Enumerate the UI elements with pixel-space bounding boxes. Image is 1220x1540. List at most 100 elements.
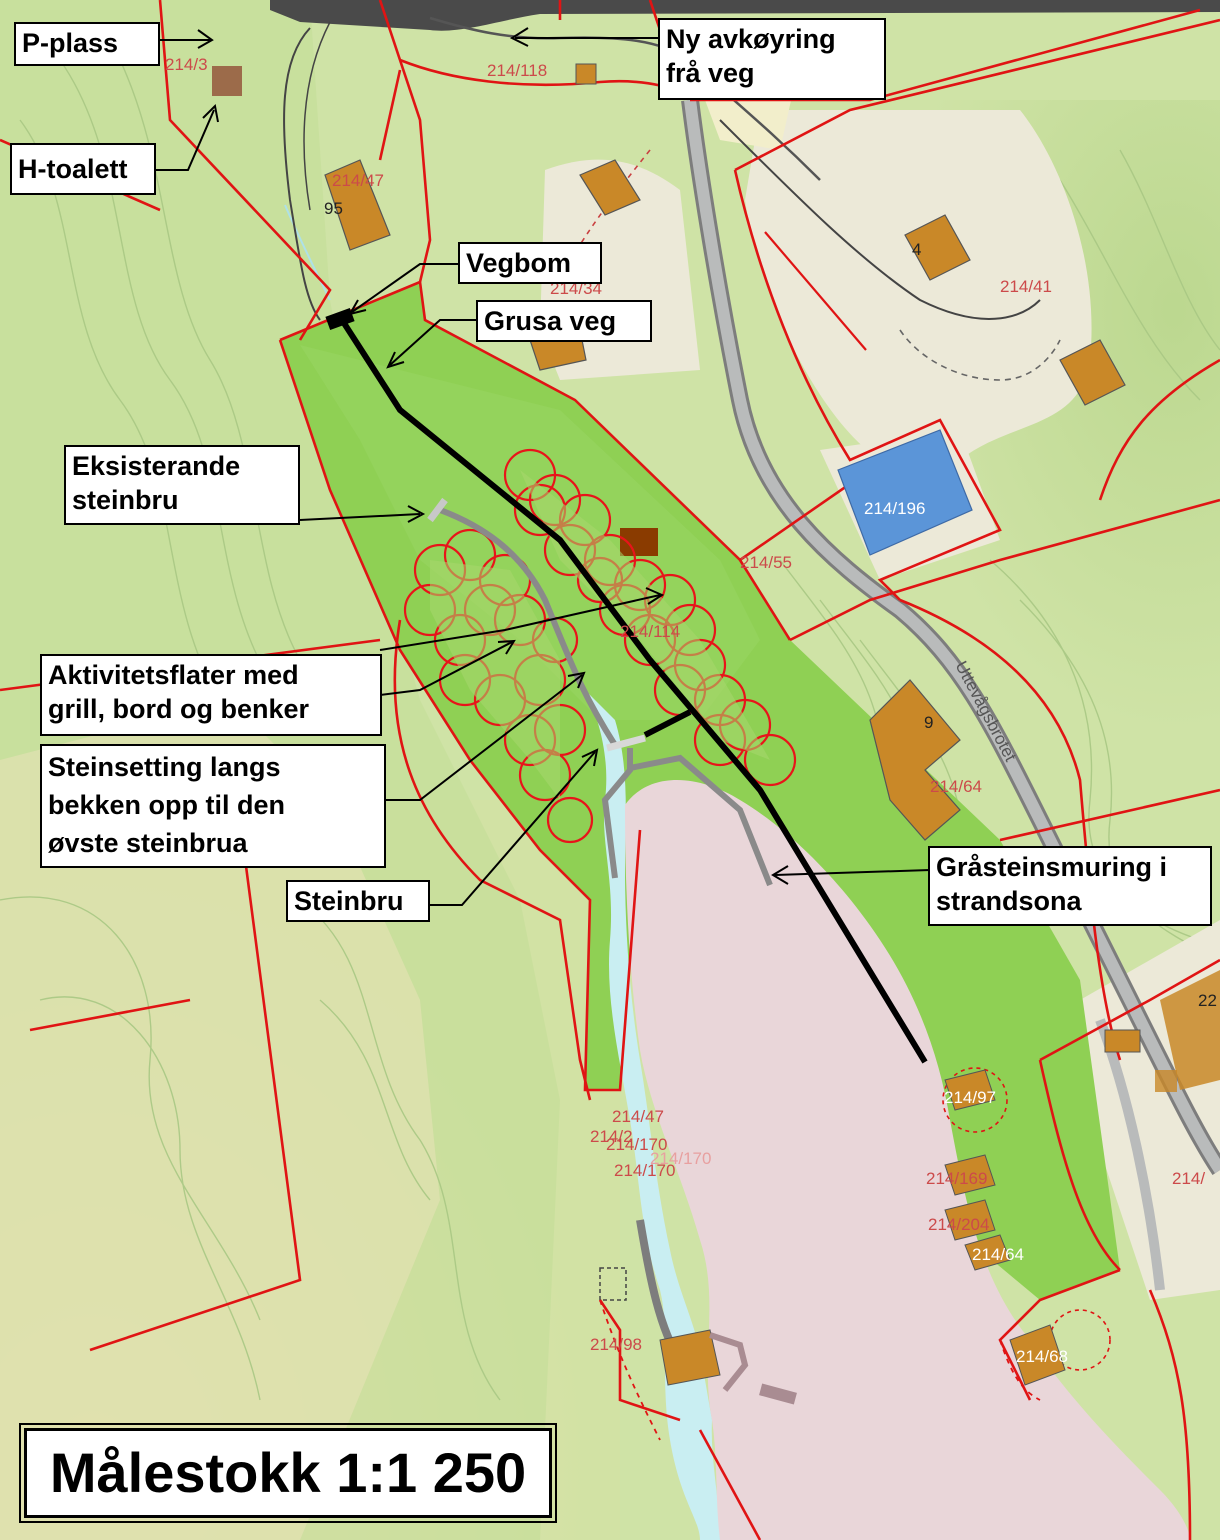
callout-text: Vegbom [466,248,572,278]
building-214-169 [944,1154,996,1196]
callout-text-line: Ny avkøyring [666,24,836,54]
building-214-118 [575,63,597,85]
building-4 [904,214,971,281]
building-southeast [1104,1029,1141,1053]
activity-zone-lower-fill [430,560,560,800]
callout-aktivitetsflater: Aktivitetsflater med grill, bord og benk… [40,654,382,736]
parcel-label: 214/204 [928,1215,989,1234]
parcel-label: 214/55 [740,553,792,572]
road-top [270,0,1220,31]
driveway-west [283,27,321,321]
building-214-97 [944,1069,996,1111]
road-barrier [325,307,355,331]
building-214-68 [1009,1324,1066,1386]
leader-lines [155,27,931,906]
building-214-204 [944,1199,996,1241]
house-number-label: 95 [324,199,343,218]
house-number-label: 9 [924,713,933,732]
building-214-196 [837,429,973,556]
callout-text-line: Eksisterande [72,451,241,481]
activity-shelter [620,528,658,556]
stream-upper [284,204,331,301]
callout-text-line: Aktivitetsflater med [48,660,299,690]
building-southeast-2 [1155,1070,1177,1092]
building-214-47 [324,159,391,251]
callout-ny-avkoyring: Ny avkøyring frå veg [658,18,886,100]
callout-text-line: grill, bord og benker [48,694,310,724]
parcel-label: 214/97 [944,1088,996,1107]
building-214-34-a [579,159,641,216]
callout-grasteinsmuring: Gråsteinsmuring i strandsona [928,846,1212,926]
jetty [709,1332,749,1392]
parcel-labels: 214/3 214/118 214/47 214/34 214/41 214/1… [165,55,1217,1366]
stream [585,690,720,1540]
callout-text: P-plass [22,28,119,58]
parcel-label: 214/47 [612,1107,664,1126]
callout-steinbru: Steinbru [286,880,430,922]
red-marker-line [764,231,867,351]
property-boundaries-dashed [599,1299,1041,1441]
driveway-east [719,119,1041,320]
parcel-label: 214/2 [590,1127,633,1146]
parcel-label: 214/64 [930,777,982,796]
parcel-label: 214/170 [606,1135,667,1154]
parcel-label: 214/3 [165,55,208,74]
parcel-label: 214/169 [926,1169,987,1188]
callout-eksisterande-steinbru: Eksisterande steinbru [64,445,300,525]
callout-text: Steinbru [294,886,404,916]
building-22 [1160,970,1220,1090]
activity-zone-upper-fill [520,470,770,760]
callout-text-line: strandsona [936,886,1082,916]
callout-steinsetting: Steinsetting langs bekken opp til den øv… [40,744,386,868]
stone-wall-west [601,748,633,879]
house-number-labels: 95 4 9 [324,199,933,732]
stone-paving-stream [438,507,618,747]
building-9 [869,679,961,841]
existing-stone-bridge [427,497,448,523]
callout-text-line: Steinsetting langs [48,752,281,782]
callout-grusa-veg: Grusa veg [476,300,652,342]
parcel-label: 214/68 [1016,1347,1068,1366]
road-spur [643,709,692,738]
parcel-label: 214/170 [650,1149,711,1168]
main-road [684,99,1220,1174]
building-214-41 [1059,339,1126,406]
parcel-label: 214/ [1172,1169,1205,1188]
parcel-ring-68 [1049,1309,1111,1371]
stone-wall-shore [629,754,773,887]
parcel-label: 214/118 [487,61,547,80]
building-214-64b [964,1234,1011,1271]
callout-text: Grusa veg [484,306,617,336]
callout-text-line: bekken opp til den [48,790,286,820]
lot-light-214-41 [745,110,1092,460]
parcel-label: 214/170 [614,1161,675,1180]
callout-text-line: Gråsteinsmuring i [936,852,1168,882]
stone-bridge [606,734,646,752]
parcel-label: 214/64 [972,1245,1024,1264]
parcel-label: 214/47 [332,171,384,190]
house-number-label: 4 [912,240,921,259]
gravel-road [339,318,928,1064]
path-dashed-east [899,329,1061,381]
lake [625,780,1190,1540]
parcel-ring-97 [942,1067,1008,1133]
parcel-label: 214/41 [1000,277,1052,296]
callout-text-line: frå veg [666,58,755,88]
callout-h-toalett: H-toalett [10,143,156,195]
driveway-west-2 [303,21,331,211]
buildings [212,63,1220,1405]
callout-text: H-toalett [18,154,128,184]
house-number-label: 22 [1198,991,1217,1010]
callout-p-plass: P-plass [14,22,160,66]
parcel-label: 214/196 [864,499,925,518]
callout-text-line: steinbru [72,485,179,515]
callout-vegbom: Vegbom [458,242,602,284]
toilet-building [212,66,242,96]
jetty-end [759,1383,797,1405]
building-214-98 [659,1329,721,1386]
callout-text-line: øvste steinbrua [48,828,248,858]
building-outline-south [599,1267,627,1301]
parcel-label: 214/114 [620,622,680,641]
